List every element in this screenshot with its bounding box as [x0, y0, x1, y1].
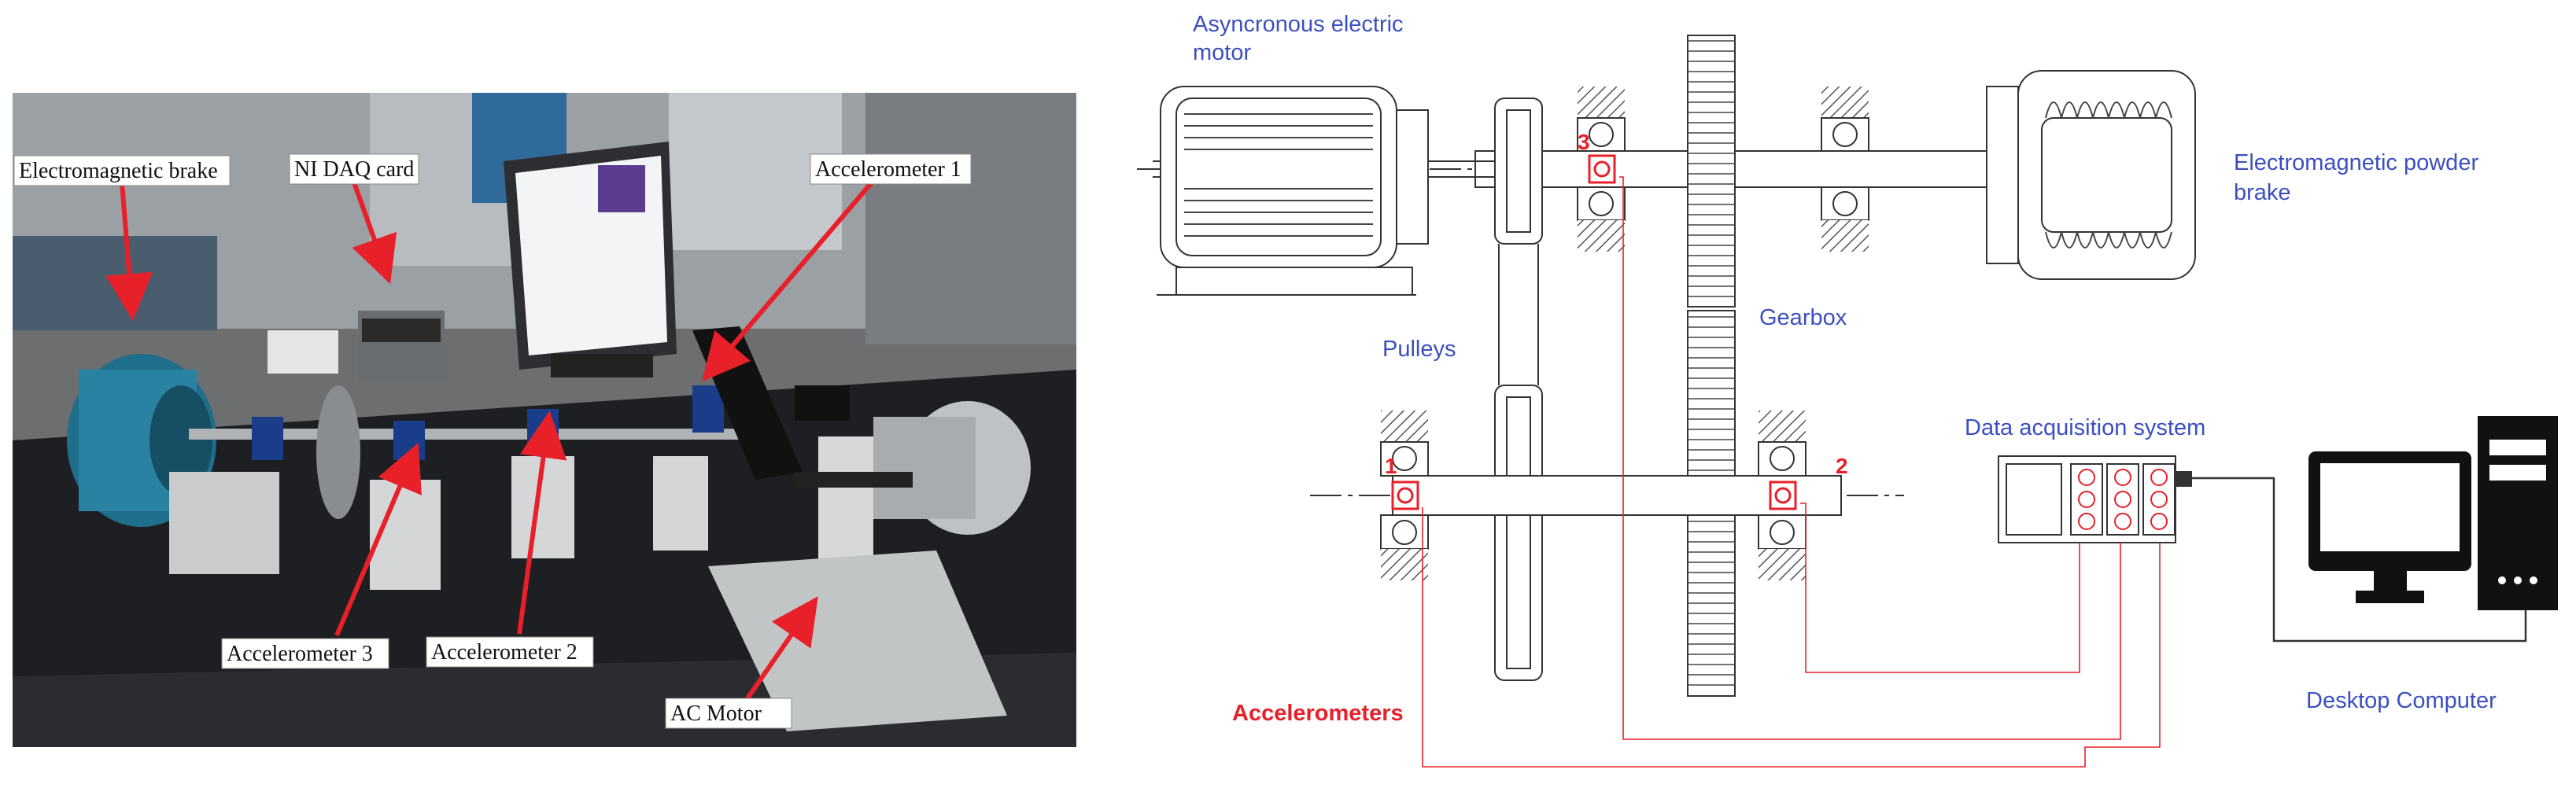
- label-accelerometer-2: Accelerometer 2: [431, 640, 578, 665]
- arrow-accelerometer-2: [517, 411, 567, 635]
- sensor-number-3: 3: [1578, 130, 1590, 154]
- photo-annotation-arrows: [105, 181, 874, 700]
- arrow-accelerometer-1: [702, 181, 874, 382]
- accelerometer-markers: [1391, 154, 1797, 510]
- arrow-ni-daq-card: [352, 181, 397, 285]
- label-ni-daq-card: NI DAQ card: [294, 157, 414, 182]
- accelerometer-2-marker: [1769, 481, 1797, 510]
- label-daq: Data acquisition system: [1965, 415, 2205, 440]
- desktop-computer: [2308, 416, 2558, 610]
- signal-wires: [1422, 176, 2161, 768]
- label-brake-line2: brake: [2234, 180, 2291, 205]
- powder-brake: [1986, 70, 2196, 280]
- gearbox-gears: [1687, 35, 1736, 697]
- arrow-accelerometer-3: [334, 442, 422, 637]
- label-gearbox: Gearbox: [1759, 305, 1847, 330]
- label-accelerometer-3: Accelerometer 3: [227, 642, 373, 666]
- label-motor-line2: motor: [1193, 40, 1251, 65]
- async-motor: [1157, 86, 1429, 296]
- label-accelerometers: Accelerometers: [1232, 701, 1404, 726]
- test-rig-photo: [13, 93, 1076, 747]
- sensor-number-1: 1: [1385, 454, 1397, 478]
- label-pulleys: Pulleys: [1382, 337, 1456, 362]
- photo-labels: Electromagnetic brake NI DAQ card Accele…: [13, 153, 972, 729]
- label-desktop-computer: Desktop Computer: [2306, 688, 2497, 713]
- bearing-top-right: [1821, 87, 1869, 252]
- daq-unit: [1998, 455, 2527, 643]
- label-accelerometer-1: Accelerometer 1: [815, 157, 961, 182]
- schematic-diagram: [1137, 35, 2558, 697]
- arrow-ac-motor: [745, 596, 818, 700]
- label-brake-line1: Electromagnetic powder: [2234, 150, 2478, 175]
- label-electromagnetic-brake: Electromagnetic brake: [19, 159, 218, 183]
- pulleys: [1494, 98, 1543, 681]
- bearing-2: [1758, 411, 1807, 580]
- bearing-1: [1380, 411, 1429, 580]
- sensor-number-2: 2: [1836, 454, 1848, 478]
- bottom-shaft: [1392, 475, 1842, 516]
- arrow-electromagnetic-brake: [105, 182, 153, 321]
- bearing-3: [1577, 87, 1626, 252]
- label-ac-motor: AC Motor: [670, 701, 762, 726]
- label-motor-line1: Asyncronous electric: [1193, 12, 1404, 37]
